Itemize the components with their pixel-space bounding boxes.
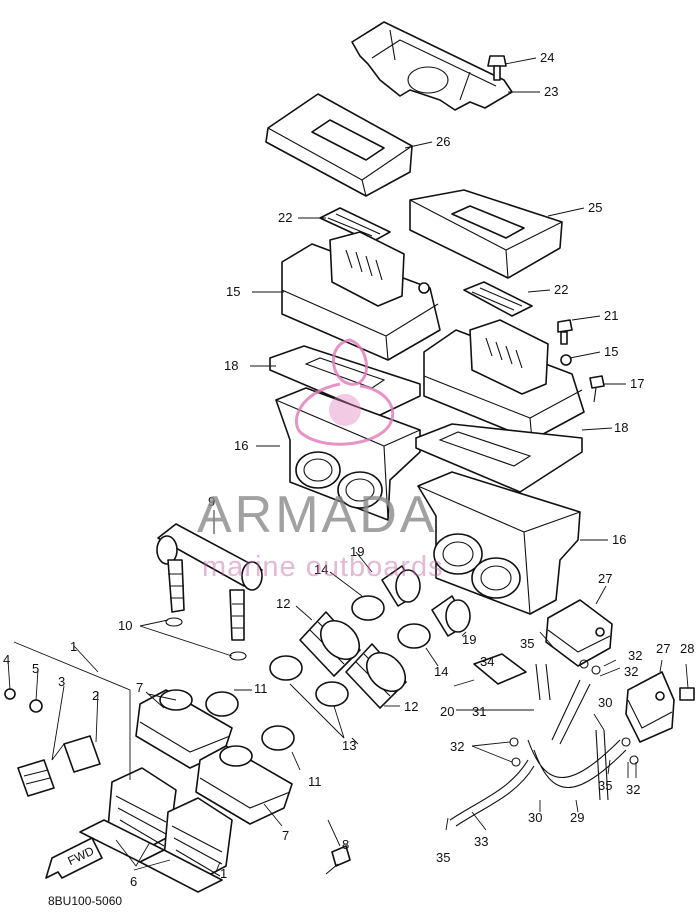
callout-22: 22 [278,210,292,225]
callout-35: 35 [436,850,450,865]
callout-32: 32 [626,782,640,797]
callout-24: 24 [540,50,554,65]
callout-3: 3 [58,674,65,689]
callout-35: 35 [598,778,612,793]
callout-32: 32 [628,648,642,663]
callout-19: 19 [462,632,476,647]
callout-6: 6 [130,874,137,889]
callout-5: 5 [32,661,39,676]
fuel-hose-part [449,659,639,827]
fuel-pump-part [545,599,613,667]
callout-18: 18 [614,420,628,435]
pad-part [473,653,527,685]
callout-1: 1 [70,639,77,654]
callout-7: 7 [282,828,289,843]
callout-16: 16 [234,438,248,453]
airbox-case-part [275,387,421,521]
callout-30: 30 [598,695,612,710]
airbox-cover-part [281,231,441,361]
hose-clamp-part [205,595,431,751]
callout-7: 7 [136,680,143,695]
callout-12: 12 [404,699,418,714]
o-ring-part [165,617,247,661]
rubber-joint-part [299,611,361,677]
callout-21: 21 [604,308,618,323]
ring-part [381,565,471,637]
logo-icon [294,338,395,446]
rubber-joint-part [345,643,407,709]
bolt-part [487,55,507,81]
callout-31: 31 [472,704,486,719]
callout-25: 25 [588,200,602,215]
callout-labels: 24 23 26 25 22 22 15 21 15 17 18 18 16 1… [3,50,694,889]
callout-26: 26 [436,134,450,149]
callout-15: 15 [604,344,618,359]
callout-10: 10 [118,618,132,633]
callout-8: 8 [342,837,349,852]
callout-17: 17 [630,376,644,391]
callout-27: 27 [598,571,612,586]
callout-34: 34 [480,654,494,669]
reed-petal-part [17,735,101,797]
callout-29: 29 [570,810,584,825]
bolt-part [4,688,351,875]
callout-13: 13 [342,738,356,753]
callout-32: 32 [450,739,464,754]
callout-30: 30 [528,810,542,825]
bracket-part [351,21,513,111]
fuel-pump-part [625,671,675,743]
callout-28: 28 [680,641,694,656]
foam-filter-part [265,93,413,197]
callout-32: 32 [624,664,638,679]
callout-18: 18 [224,358,238,373]
callout-14: 14 [434,664,448,679]
screen-part [463,281,533,317]
silencer-part [156,523,263,641]
callout-23: 23 [544,84,558,99]
fwd-arrow-icon: FWD [45,837,103,879]
callout-2: 2 [92,688,99,703]
screw-part [589,375,605,403]
watermark-tagline: marine outboards [202,551,444,583]
callout-12: 12 [276,596,290,611]
intake-manifold-part [195,745,293,825]
gasket-part [415,423,583,493]
callout-4: 4 [3,652,10,667]
gasket-part [79,819,223,893]
callout-14: 14 [314,562,328,577]
callout-19: 19 [350,544,364,559]
callout-1: 1 [220,866,227,881]
leader-lines [7,57,689,873]
foam-filter-part [409,189,563,279]
callout-16: 16 [612,532,626,547]
bolt-part [679,687,695,701]
airbox-cover-part [423,319,585,441]
callout-33: 33 [474,834,488,849]
callout-20: 20 [440,704,454,719]
airbox-case-part [417,471,581,615]
callout-15: 15 [226,284,240,299]
watermark: ARMADA marine outboards [197,338,444,583]
watermark-brand: ARMADA [197,486,437,544]
callout-35: 35 [520,636,534,651]
diagram-code: 8BU100-5060 [48,894,122,908]
callout-11: 11 [308,774,322,789]
callout-27: 27 [656,641,670,656]
callout-11: 11 [254,681,268,696]
callout-9: 9 [208,494,215,509]
bolt-part [557,319,573,345]
callout-22: 22 [554,282,568,297]
